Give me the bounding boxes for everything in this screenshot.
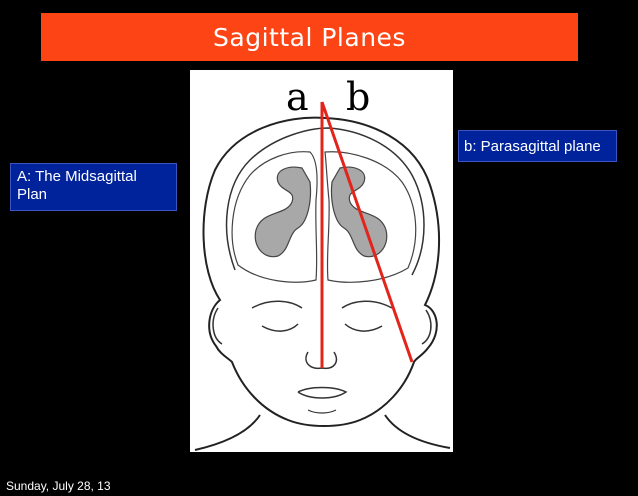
parasagittal-line bbox=[320, 101, 414, 363]
skull-inner bbox=[225, 127, 425, 276]
letter-a: a bbox=[286, 75, 309, 119]
neck-left bbox=[194, 414, 261, 451]
chin bbox=[307, 409, 337, 414]
slide-title: Sagittal Planes bbox=[213, 22, 406, 52]
midsagittal-label: A: The Midsagittal Plan bbox=[10, 163, 177, 211]
mouth bbox=[297, 386, 348, 399]
midsagittal-label-text: A: The Midsagittal Plan bbox=[17, 168, 137, 203]
brow-left bbox=[251, 300, 303, 309]
head-diagram: a b bbox=[190, 70, 453, 452]
eye-right bbox=[344, 323, 383, 332]
ventricle-left bbox=[254, 166, 312, 258]
ear-left bbox=[212, 307, 223, 345]
ear-right bbox=[421, 309, 432, 345]
eye-left bbox=[261, 323, 299, 332]
brow-right bbox=[341, 300, 393, 309]
letter-b: b bbox=[346, 75, 370, 119]
footer-date: Sunday, July 28, 13 bbox=[6, 479, 111, 493]
neck-right bbox=[384, 414, 451, 449]
parasagittal-label: b: Parasagittal plane bbox=[458, 130, 617, 162]
parasagittal-label-text: b: Parasagittal plane bbox=[464, 138, 601, 155]
head-illustration: a b bbox=[194, 75, 451, 451]
title-banner: Sagittal Planes bbox=[41, 13, 578, 61]
